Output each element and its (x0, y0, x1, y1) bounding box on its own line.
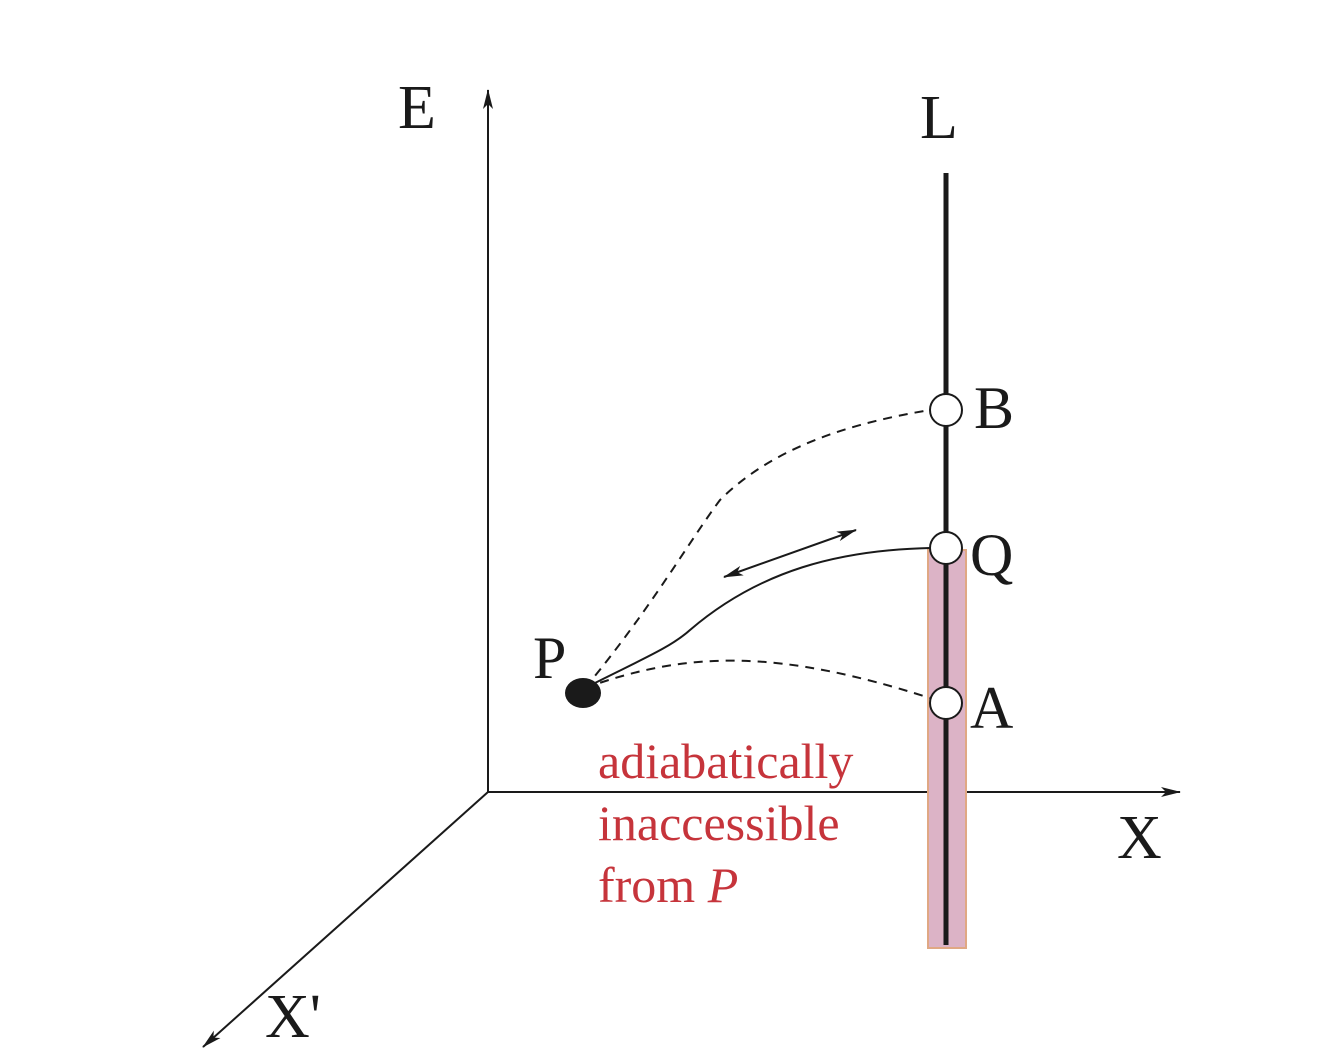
point-b-label: B (974, 375, 1014, 441)
x-axis-label: X (1117, 804, 1162, 872)
point-b-marker (929, 393, 963, 427)
point-q-label: Q (970, 522, 1013, 588)
region-caption-line-3: from P (598, 857, 738, 913)
reversible-double-arrow (723, 529, 857, 578)
dashed-path-p-to-a (584, 659, 931, 699)
point-p-marker (565, 678, 601, 708)
region-caption-from: from (598, 857, 708, 913)
region-caption-p-italic: P (707, 857, 739, 913)
region-caption-line-2: inaccessible (598, 795, 840, 851)
region-caption-line-1: adiabatically (598, 733, 853, 789)
dashed-path-p-to-b (584, 409, 931, 689)
point-p-label: P (533, 625, 566, 691)
e-axis-label: E (398, 74, 436, 142)
line-l-label: L (920, 84, 958, 152)
point-q-marker (929, 531, 963, 565)
x-prime-axis (202, 791, 489, 1048)
x-prime-axis-label: X' (265, 983, 321, 1051)
point-a-marker (929, 686, 963, 720)
solid-path-p-to-q (584, 547, 931, 689)
point-a-label: A (970, 675, 1013, 741)
